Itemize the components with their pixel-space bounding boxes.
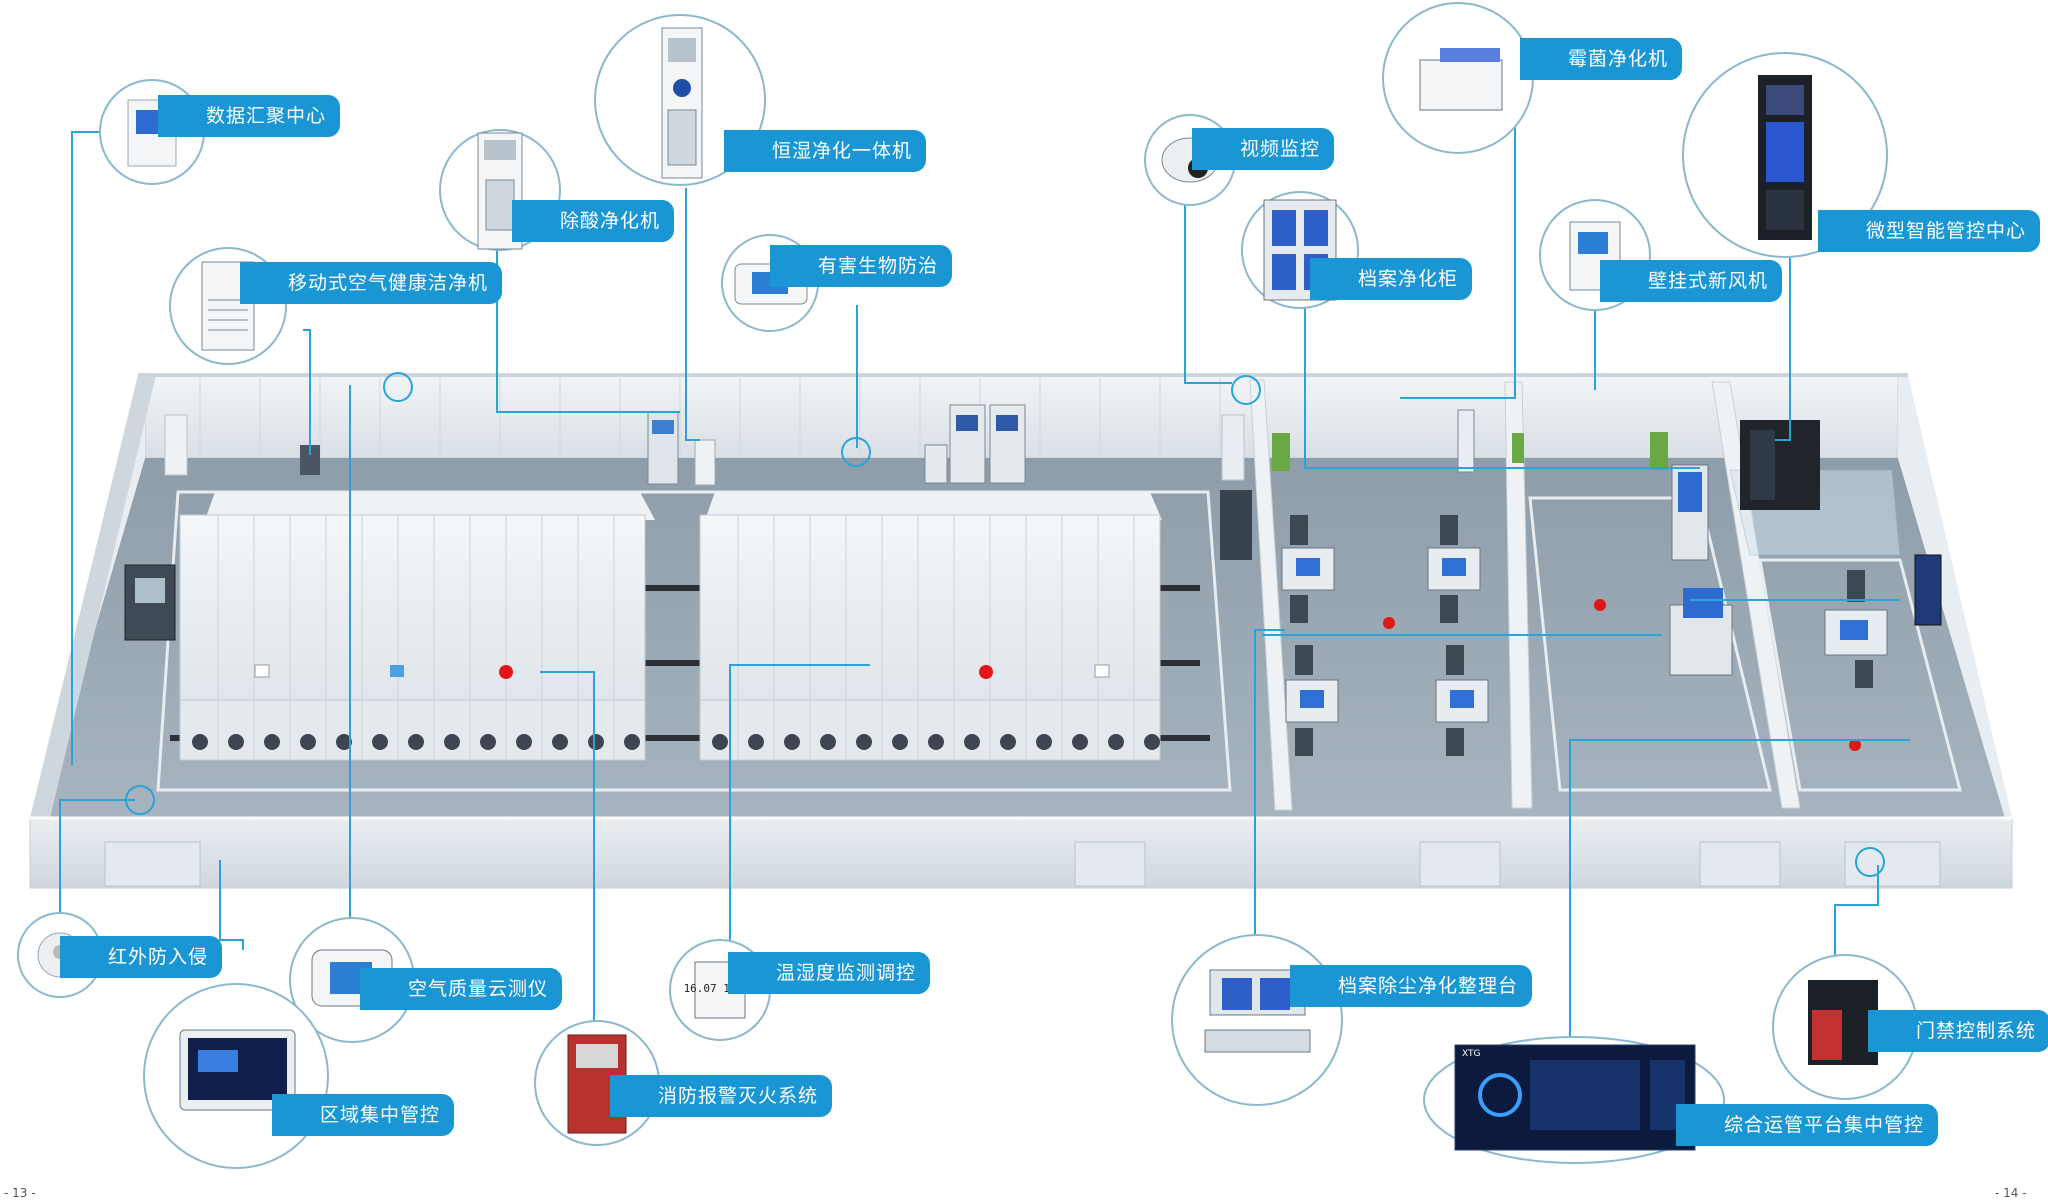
label-infrared-intrusion: 红外防入侵 (60, 936, 223, 978)
page-number-right: - 14 - (1995, 1186, 2027, 1200)
label-video-monitor: 视频监控 (1192, 128, 1335, 170)
label-regional-control: 区域集中管控 (272, 1094, 455, 1136)
label-mobile-purifier: 移动式空气健康洁净机 (240, 262, 503, 304)
label-air-quality-meter: 空气质量云测仪 (360, 968, 563, 1010)
label-data-hub: 数据汇聚中心 (158, 95, 341, 137)
page-number-left: - 13 - (4, 1186, 36, 1200)
label-fire-alarm: 消防报警灭火系统 (610, 1075, 833, 1117)
label-acid-purifier: 除酸净化机 (512, 200, 675, 242)
label-ops-platform: 综合运管平台集中管控 (1676, 1104, 1939, 1146)
compact-shelving-right (699, 492, 1162, 761)
room-devices (124, 404, 1942, 641)
label-humidity-purifier: 恒湿净化一体机 (724, 130, 927, 172)
label-micro-control-center: 微型智能管控中心 (1818, 210, 2041, 252)
device-illustrations: 16.07 19.19 XTG (37, 27, 1878, 1151)
device-ring-markers (125, 372, 1885, 877)
alarm-indicators (499, 599, 1861, 751)
connector-lines (59, 110, 1910, 1040)
workstations (1281, 547, 1888, 723)
label-archive-cabinet: 档案净化柜 (1310, 258, 1473, 300)
label-archive-dust-table: 档案除尘净化整理台 (1290, 965, 1533, 1007)
label-bio-protection: 有害生物防治 (770, 245, 953, 287)
label-wall-ventilator: 壁挂式新风机 (1600, 260, 1783, 302)
partition-2 (1504, 381, 1533, 809)
label-mold-purifier: 霉菌净化机 (1520, 38, 1683, 80)
compact-shelving-left (179, 492, 655, 761)
partition-1 (1249, 379, 1293, 811)
label-temp-humidity-control: 温湿度监测调控 (728, 952, 931, 994)
right-wall (1898, 375, 2012, 818)
platform-brand: XTG (1462, 1049, 1481, 1059)
label-access-control: 门禁控制系统 (1868, 1010, 2048, 1052)
